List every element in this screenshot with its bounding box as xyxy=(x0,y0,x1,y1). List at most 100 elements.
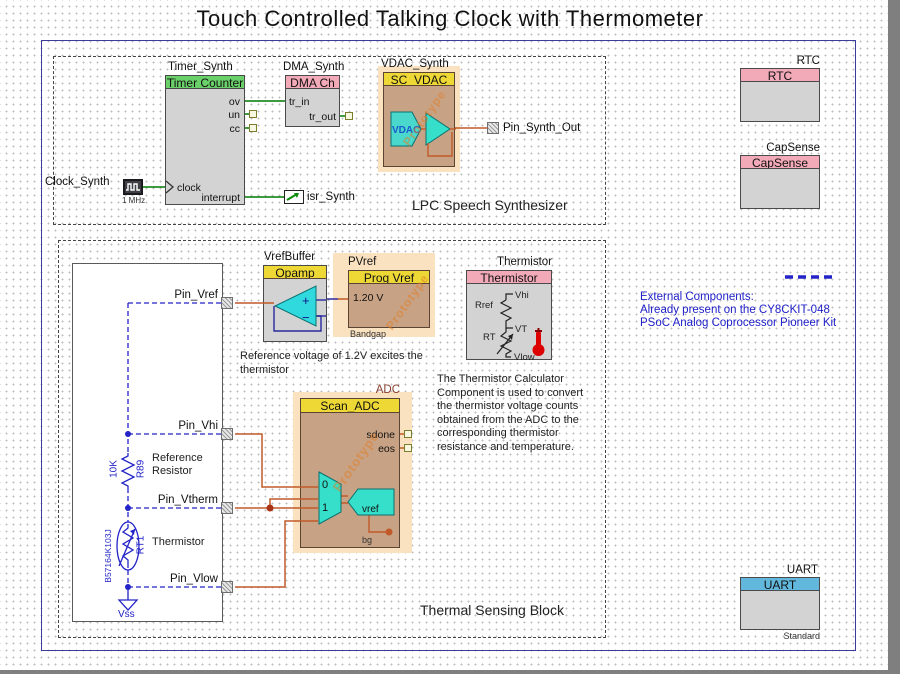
timer-port-interrupt: interrupt xyxy=(201,192,240,204)
pin-vref-label: Pin_Vref xyxy=(174,289,218,301)
svg-text:vref: vref xyxy=(362,504,379,515)
resistor-designator-label: R89 xyxy=(135,459,147,479)
svg-text:1: 1 xyxy=(322,502,328,514)
pin-vref[interactable] xyxy=(221,297,233,309)
vss-label: Vss xyxy=(118,609,135,620)
thermistor-comp-type: Thermistor xyxy=(467,271,551,284)
thermistor-calculator-component[interactable]: Thermistor Vhi Rref VT RT Vlow xyxy=(466,270,552,360)
pin-vlow-label: Pin_Vlow xyxy=(170,573,218,585)
uart-instance-label: UART xyxy=(786,564,818,576)
uart-component[interactable]: UART xyxy=(740,577,820,630)
svg-text:VT: VT xyxy=(515,324,527,335)
page-title: Touch Controlled Talking Clock with Ther… xyxy=(196,6,704,31)
opamp-component-type: Opamp xyxy=(264,266,326,279)
dma-component-type: DMA Ch xyxy=(286,76,339,89)
reference-resistor-label: Reference Resistor xyxy=(152,452,203,477)
thermal-section-label: Thermal Sensing Block xyxy=(420,602,564,618)
pvref-instance-label: PVref xyxy=(348,256,377,268)
thermometer-icon xyxy=(532,328,545,356)
pin-vtherm[interactable] xyxy=(221,502,233,514)
thermistor-designator-label: RT1 xyxy=(135,535,147,555)
capsense-component-type: CapSense xyxy=(741,156,819,169)
pin-vtherm-label: Pin_Vtherm xyxy=(157,494,218,506)
clock-chevron-icon xyxy=(165,180,174,194)
timer-port-cc: cc xyxy=(229,123,241,135)
lpc-section-box xyxy=(53,56,606,225)
pin-vhi[interactable] xyxy=(221,428,233,440)
pin-vlow[interactable] xyxy=(221,581,233,593)
thermistor-name-label: Thermistor xyxy=(152,536,205,548)
external-note-line3: PSoC Analog Coprocessor Pioneer Kit xyxy=(640,317,837,329)
capsense-component[interactable]: CapSense xyxy=(740,155,820,209)
clock-icon[interactable] xyxy=(123,179,143,195)
svg-text:Vhi: Vhi xyxy=(515,290,529,301)
terminator-un[interactable] xyxy=(249,110,257,118)
resistor-value-label: 10K xyxy=(108,460,120,478)
opamp-component[interactable]: Opamp + − xyxy=(263,265,327,342)
terminator-sdone[interactable] xyxy=(404,430,412,438)
adc-port-sdone: sdone xyxy=(366,429,395,441)
dma-component[interactable]: DMA Ch tr_in tr_out xyxy=(285,75,340,127)
adc-component[interactable]: Scan_ADC sdone eos Prototype 0 1 vref bg xyxy=(300,398,400,548)
adc-port-eos: eos xyxy=(378,443,395,455)
timer-instance-label: Timer_Synth xyxy=(168,61,233,73)
pin-vhi-label: Pin_Vhi xyxy=(178,420,218,432)
timer-port-un: un xyxy=(228,109,240,121)
lpc-section-label: LPC Speech Synthesizer xyxy=(412,197,568,213)
pvref-component[interactable]: Prog Vref 1.20 V Prototype xyxy=(348,270,432,333)
capsense-instance-label: CapSense xyxy=(766,142,820,154)
thermistor-calculator-note: The Thermistor Calculator Component is u… xyxy=(437,373,584,453)
uart-component-type: UART xyxy=(741,578,819,591)
svg-text:0: 0 xyxy=(322,479,328,491)
adc-instance-label: ADC xyxy=(375,384,400,396)
dma-port-tr-in: tr_in xyxy=(289,96,310,108)
svg-text:+: + xyxy=(302,293,310,308)
rtc-component[interactable]: RTC xyxy=(740,68,820,122)
vdac-instance-label: VDAC_Synth xyxy=(381,58,449,70)
clock-source-label: Clock_Synth xyxy=(45,176,110,188)
timer-port-clock: clock xyxy=(177,182,201,194)
vref-note: Reference voltage of 1.2V excites the th… xyxy=(240,350,423,376)
opamp-instance-label: VrefBuffer xyxy=(264,251,316,263)
pvref-voltage-value: 1.20 V xyxy=(353,292,384,304)
isr-instance-label: isr_Synth xyxy=(307,191,355,203)
external-note-line2: Already present on the CY8CKIT-048 xyxy=(640,304,830,316)
adc-internal-diagram: 0 1 vref bg xyxy=(318,471,395,545)
opamp-internal-diagram: + − xyxy=(273,285,326,332)
thermal-section-box xyxy=(58,240,606,638)
isr-arrow-icon xyxy=(286,193,299,201)
terminator-eos[interactable] xyxy=(404,444,412,452)
adc-component-type: Scan_ADC xyxy=(301,399,399,413)
external-note-line1: External Components: xyxy=(640,291,754,303)
clock-waveform-icon xyxy=(126,183,140,191)
schematic-page-border xyxy=(41,40,856,651)
thermistor-part-number-label: B57164K103J xyxy=(103,529,113,583)
timer-counter-component[interactable]: Timer Counter ov un cc clock interrupt xyxy=(165,75,245,205)
rtc-instance-label: RTC xyxy=(796,55,820,67)
svg-text:Vlow: Vlow xyxy=(514,352,535,360)
terminator-cc[interactable] xyxy=(249,124,257,132)
vdac-component-type: SC_VDAC xyxy=(384,73,454,86)
window-bottom-edge xyxy=(0,670,900,674)
svg-text:RT: RT xyxy=(483,332,496,343)
pvref-variant-label: Bandgap xyxy=(350,329,387,339)
timer-component-type: Timer Counter xyxy=(166,76,244,89)
pin-synth-out-label: Pin_Synth_Out xyxy=(503,122,581,134)
clock-frequency-label: 1 MHz xyxy=(122,196,146,205)
dma-instance-label: DMA_Synth xyxy=(283,61,345,73)
vdac-internal-diagram: VDAC xyxy=(390,111,456,157)
svg-text:VDAC: VDAC xyxy=(392,125,420,136)
rtc-component-type: RTC xyxy=(741,69,819,82)
dma-port-tr-out: tr_out xyxy=(309,111,336,123)
vdac-component[interactable]: SC_VDAC Prototype VDAC xyxy=(383,72,456,167)
window-right-edge xyxy=(888,0,900,674)
thermistor-internal-diagram: Vhi Rref VT RT Vlow xyxy=(475,290,545,360)
pin-synth-out[interactable] xyxy=(487,122,499,134)
svg-text:Rref: Rref xyxy=(475,300,493,311)
terminator-tr-out[interactable] xyxy=(345,112,353,120)
external-components-box xyxy=(72,263,223,622)
thermistor-comp-instance-label: Thermistor xyxy=(497,256,552,268)
svg-text:−: − xyxy=(302,310,310,325)
isr-icon[interactable] xyxy=(284,190,304,204)
